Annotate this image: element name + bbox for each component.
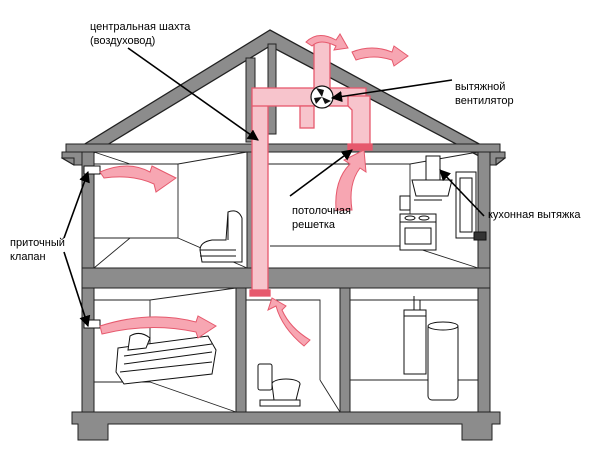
- airflow-out-roof-right: [351, 45, 409, 67]
- label-ceiling-grille-line2: решетка: [292, 219, 336, 231]
- airflow-lower-left: [99, 315, 217, 339]
- label-supply-valve: приточный клапан: [10, 236, 65, 264]
- room-lower-left-lines: [94, 287, 237, 413]
- kitchen-exhaust-unit: [455, 171, 487, 241]
- central-shaft-duct: [251, 95, 269, 295]
- leader-exhaust-fan: [330, 79, 453, 103]
- right-downpipe-duct: [347, 95, 371, 147]
- label-ceiling-grille-line1: потолочная: [292, 205, 351, 217]
- partition-lower-left: [235, 287, 247, 413]
- boiler-icon: [403, 296, 459, 401]
- airflow-bathroom: [267, 297, 311, 347]
- leader-supply-valve-lower: [63, 251, 91, 328]
- leader-central-shaft: [127, 47, 259, 141]
- bed-icon: [115, 332, 217, 385]
- airflow-arrows: [99, 33, 409, 347]
- label-supply-valve-line1: приточный: [10, 237, 65, 249]
- label-central-shaft-line1: центральная шахта: [90, 21, 191, 33]
- middle-floor: [81, 267, 491, 289]
- leader-supply-valve-upper: [63, 170, 90, 239]
- airflow-kitchen-up: [335, 149, 367, 211]
- fan-icon: [310, 85, 334, 109]
- label-kitchen-hood: кухонная вытяжка: [488, 208, 581, 222]
- roof-riser-duct: [313, 39, 331, 91]
- room-lower-middle-lines: [246, 299, 341, 413]
- airflow-out-roof: [305, 33, 349, 51]
- stove-icon: [399, 213, 437, 251]
- sofa-icon: [199, 210, 243, 263]
- ceiling-grille: [347, 143, 373, 151]
- leader-lines: [63, 47, 485, 328]
- airflow-upper-left: [99, 165, 177, 193]
- label-kitchen-hood-line1: кухонная вытяжка: [488, 209, 581, 221]
- label-ceiling-grille: потолочная решетка: [292, 204, 351, 232]
- leader-kitchen-hood: [439, 169, 485, 217]
- attic-floor: [65, 143, 501, 153]
- leader-ceiling-grille: [289, 149, 353, 197]
- partition-lower-right: [339, 287, 351, 413]
- toilet-icon: [257, 363, 301, 407]
- label-exhaust-fan-line1: вытяжной: [455, 81, 506, 93]
- label-central-shaft: центральная шахта (воздуховод): [90, 20, 190, 48]
- label-central-shaft-line2: (воздуховод): [90, 35, 156, 47]
- range-hood-icon: [399, 155, 453, 211]
- label-exhaust-fan: вытяжной вентилятор: [455, 80, 514, 108]
- foundation: [71, 411, 501, 441]
- house-structure: [60, 29, 507, 441]
- ventilation-ducts: [249, 39, 373, 297]
- label-exhaust-fan-line2: вентилятор: [455, 95, 514, 107]
- label-supply-valve-line2: клапан: [10, 251, 46, 263]
